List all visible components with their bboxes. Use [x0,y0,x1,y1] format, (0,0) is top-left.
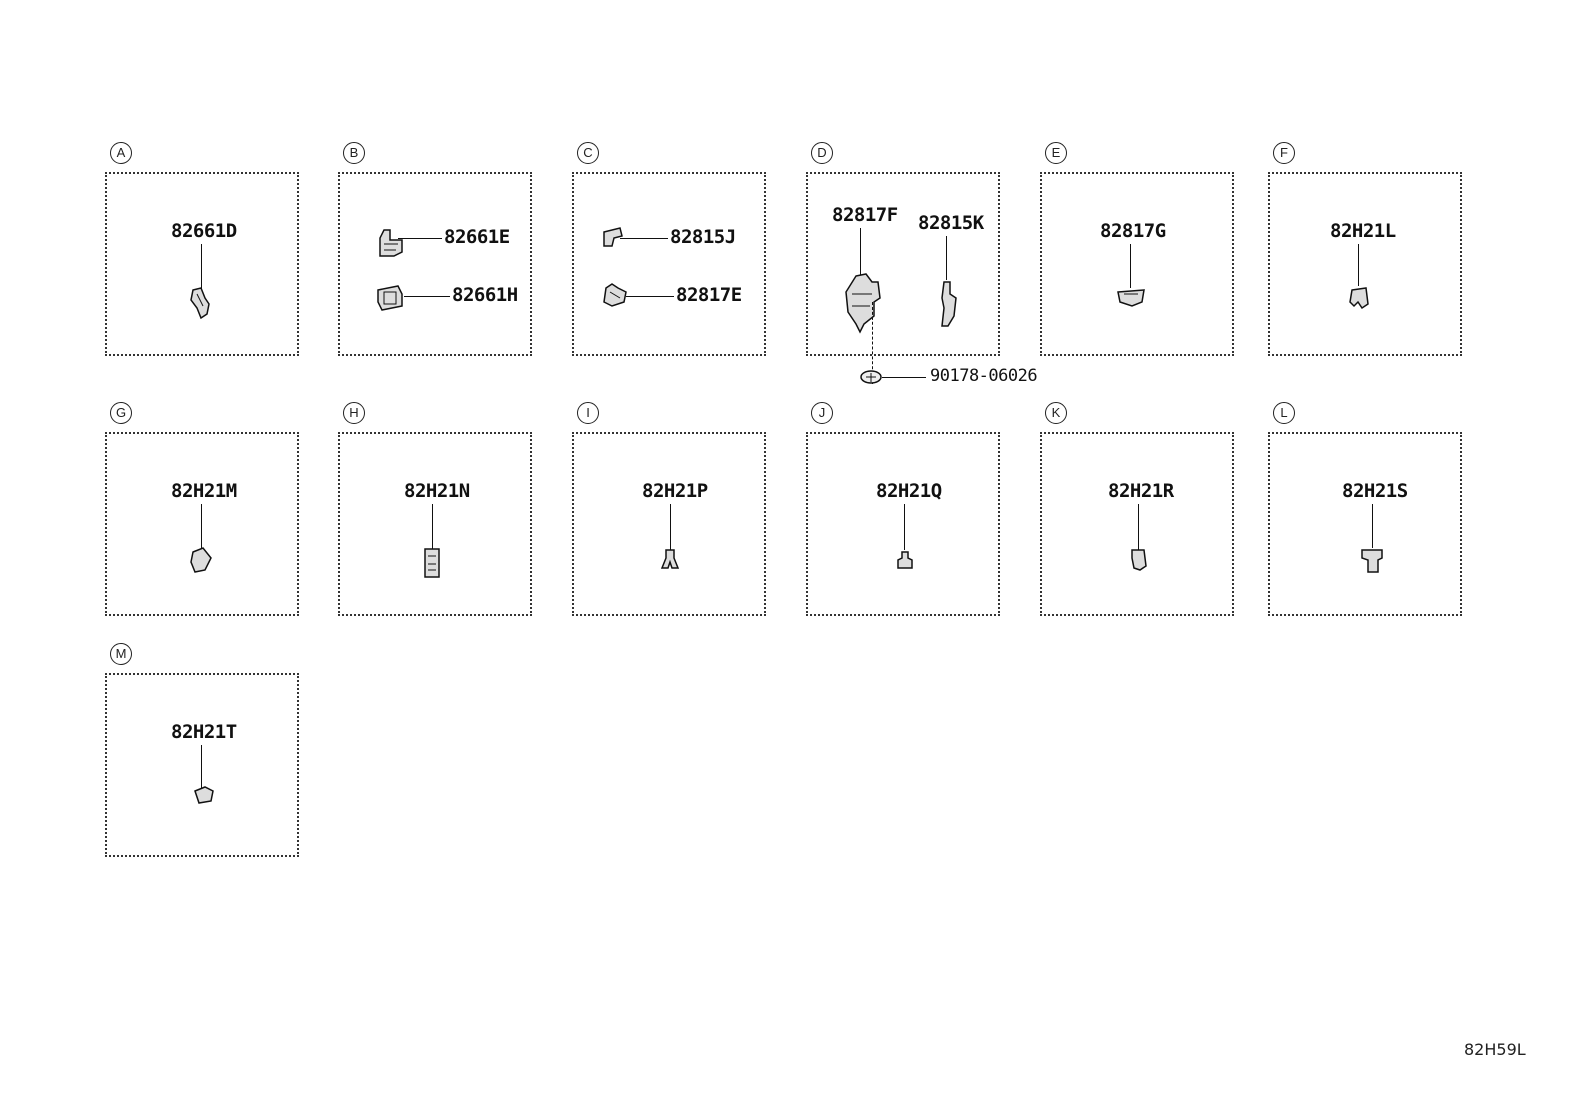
part-number[interactable]: 82817G [1100,220,1166,242]
part-number[interactable]: 82H21R [1108,480,1174,502]
panel-d-box: 82817F 82815K [806,172,1000,384]
panel-h-box: 82H21N [338,432,532,616]
panel-a-label: A [110,142,132,164]
leader-line [404,296,450,297]
part-number[interactable]: 82661D [171,220,237,242]
panel-j-box: 82H21Q [806,432,1000,616]
part-number[interactable]: 82661H [452,284,518,306]
panel-g-box: 82H21M [105,432,299,616]
panel-k-box: 82H21R [1040,432,1234,616]
dashed-leader-line [872,302,873,384]
part-number[interactable]: 82H21S [1342,480,1408,502]
diagram-code: 82H59L [1464,1040,1526,1059]
panel-f-label: F [1273,142,1295,164]
part-number[interactable]: 82H21Q [876,480,942,502]
bracket-part-icon [379,229,403,257]
clip-part-icon [1349,287,1369,310]
panel-c-box: 82815J 82817E [572,172,766,356]
panel-m-box: 82H21T [105,673,299,857]
panel-c-label: C [577,142,599,164]
leader-line [201,745,202,789]
clip-part-icon [194,786,214,804]
leader-line [1372,504,1373,548]
external-part-number[interactable]: 90178-06026 [930,366,1038,386]
fastener-part-icon [1117,289,1145,307]
leader-line [432,504,433,550]
part-number[interactable]: 82815J [670,226,736,248]
leader-line [882,377,926,378]
clip-part-icon [603,227,623,247]
panel-e-label: E [1045,142,1067,164]
part-number[interactable]: 82H21M [171,480,237,502]
panel-b-box: 82661E 82661H [338,172,532,356]
panel-h-label: H [343,402,365,424]
panel-d-label: D [811,142,833,164]
panel-a-box: 82661D [105,172,299,356]
panel-f-box: 82H21L [1268,172,1462,356]
clip-part-icon [660,549,680,569]
screw-part-icon [860,370,882,384]
clip-part-icon [1131,549,1147,571]
grommet-part-icon [377,285,403,311]
leader-line [1358,244,1359,286]
part-number[interactable]: 82H21L [1330,220,1396,242]
bracket-part-icon [941,281,957,327]
panel-g-label: G [110,402,132,424]
panel-e-box: 82817G [1040,172,1234,356]
leader-line [201,244,202,290]
leader-line [946,236,947,280]
leader-line [398,238,442,239]
panel-j-label: J [811,402,833,424]
leader-line [620,238,668,239]
panel-m-label: M [110,643,132,665]
trim-clip-part-icon [845,273,881,334]
clip-part-icon [190,287,210,320]
leader-line [860,228,861,276]
panel-l-box: 82H21S [1268,432,1462,616]
part-number[interactable]: 82661E [444,226,510,248]
leader-line [626,296,674,297]
part-number[interactable]: 82H21P [642,480,708,502]
fastener-part-icon [1361,549,1383,573]
part-number[interactable]: 82815K [918,212,984,234]
leader-line [670,504,671,550]
panel-b-label: B [343,142,365,164]
leader-line [1138,504,1139,550]
part-number[interactable]: 82H21N [404,480,470,502]
leader-line [904,504,905,550]
panel-l-label: L [1273,402,1295,424]
panel-i-label: I [577,402,599,424]
panel-k-label: K [1045,402,1067,424]
retainer-part-icon [603,283,627,307]
clip-part-icon [190,547,212,573]
clip-part-icon [897,551,913,569]
part-number[interactable]: 82817F [832,204,898,226]
panel-i-box: 82H21P [572,432,766,616]
leader-line [201,504,202,550]
connector-part-icon [424,548,440,578]
leader-line [1130,244,1131,288]
part-number[interactable]: 82817E [676,284,742,306]
part-number[interactable]: 82H21T [171,721,237,743]
